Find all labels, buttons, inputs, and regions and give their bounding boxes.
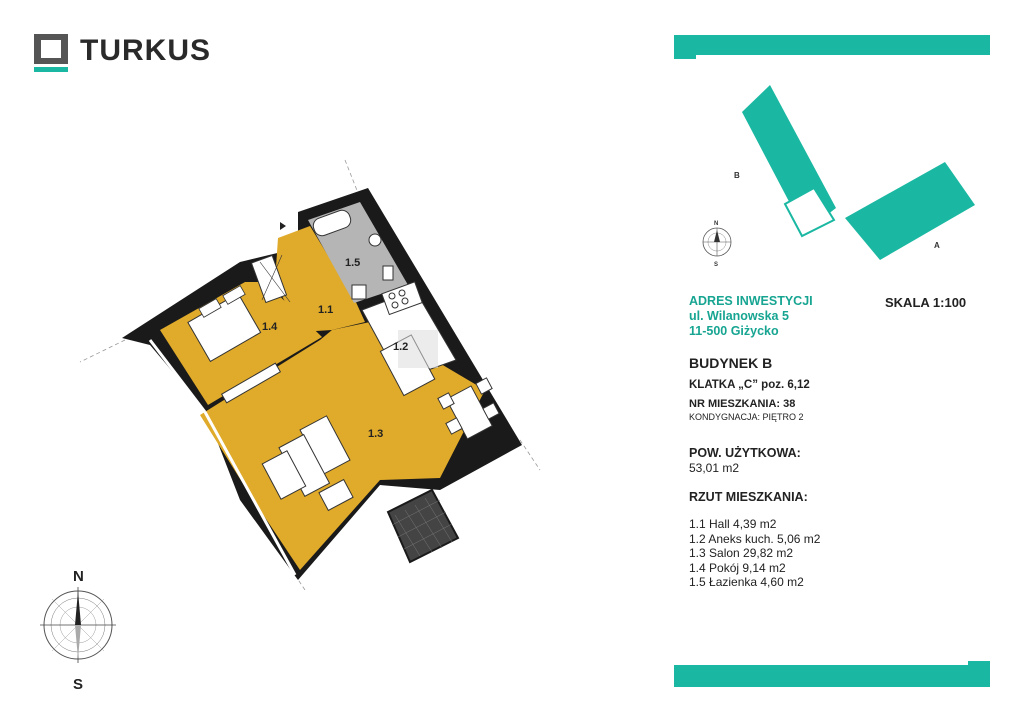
site-map: B A N S <box>702 85 975 268</box>
address-city: 11-500 Giżycko <box>689 324 779 338</box>
scale-label: SKALA 1:100 <box>885 295 967 310</box>
building-b-label: B <box>734 171 740 180</box>
hall-floor <box>275 226 365 332</box>
room-item: 1.5 Łazienka 4,60 m2 <box>689 575 804 590</box>
site-compass-icon <box>702 227 732 257</box>
floor-label: KONDYGNACJA: PIĘTRO 2 <box>689 412 804 422</box>
address-heading: ADRES INWESTYCJI <box>689 294 813 308</box>
floor-plan: 1.1 1.2 1.3 1.4 1.5 <box>79 159 541 590</box>
footer-accent-bar <box>674 665 990 687</box>
compass-north-label: N <box>73 568 84 585</box>
footer-accent-tab <box>968 661 990 666</box>
compass-rose-icon: N S <box>40 568 116 693</box>
header-accent-tab <box>674 55 696 59</box>
balcony <box>386 488 460 564</box>
rooms-heading: RZUT MIESZKANIA: <box>689 490 808 504</box>
building-a-shape <box>845 162 975 260</box>
header-accent-bar <box>674 35 990 55</box>
building-b-shape <box>742 85 836 238</box>
room-item: 1.3 Salon 29,82 m2 <box>689 546 794 561</box>
plan-label-1-1: 1.1 <box>318 304 333 316</box>
usable-area-label: POW. UŻYTKOWA: <box>689 446 801 460</box>
plan-label-1-4: 1.4 <box>262 321 278 333</box>
staircase-label: KLATKA „C” poz. 6,12 <box>689 379 810 391</box>
address-street: ul. Wilanowska 5 <box>689 309 789 323</box>
plan-label-1-2: 1.2 <box>393 341 408 353</box>
building-title: BUDYNEK B <box>689 355 773 371</box>
plan-label-1-3: 1.3 <box>368 428 383 440</box>
address-block: ADRES INWESTYCJI ul. Wilanowska 5 11-500… <box>689 294 813 339</box>
room-item: 1.4 Pokój 9,14 m2 <box>689 560 786 575</box>
plan-label-1-5: 1.5 <box>345 257 360 269</box>
building-a-label: A <box>934 241 940 250</box>
room-item: 1.2 Aneks kuch. 5,06 m2 <box>689 531 821 546</box>
site-compass-south: S <box>714 262 718 268</box>
turkus-logo-icon <box>34 34 68 72</box>
compass-south-label: S <box>73 676 83 693</box>
site-compass-north: N <box>714 221 718 227</box>
rooms-list: 1.1 Hall 4,39 m2 1.2 Aneks kuch. 5,06 m2… <box>689 517 820 590</box>
usable-area-value: 53,01 m2 <box>689 461 740 475</box>
room-item: 1.1 Hall 4,39 m2 <box>689 517 777 531</box>
brand-name: TURKUS <box>80 34 211 67</box>
apartment-number: NR MIESZKANIA: 38 <box>689 398 796 410</box>
